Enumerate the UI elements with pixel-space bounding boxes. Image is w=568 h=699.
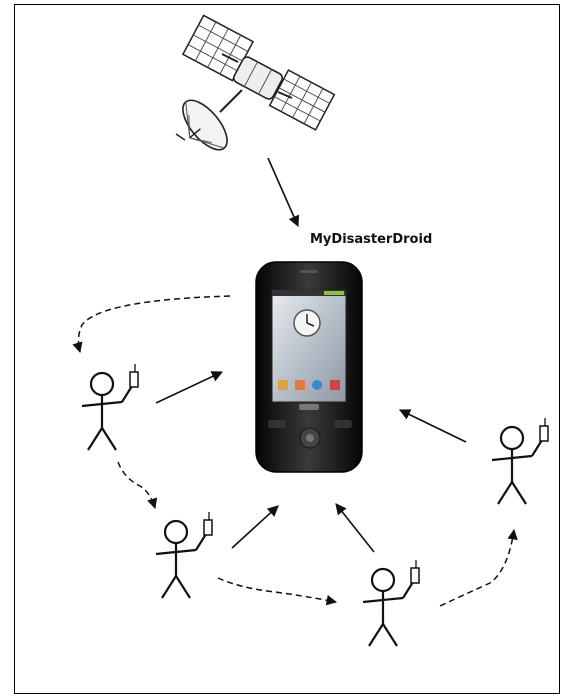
person-1-icon [82,364,138,450]
satellite-icon [170,15,334,160]
dashed-arrow-person3-person4 [440,530,514,606]
person-4-icon [492,418,548,504]
arrow-person2-phone [232,506,278,548]
person-3-icon [363,560,419,646]
android-phone-icon [256,262,362,472]
arrow-person4-phone [400,410,466,442]
dashed-arrow-person1-person2 [118,462,155,508]
arrow-person3-phone [336,504,374,552]
dashed-arrow-phone-person1 [78,296,230,352]
arrow-person1-phone [156,372,222,403]
dashed-arrow-person2-person3 [218,578,336,602]
person-2-icon [156,512,212,598]
